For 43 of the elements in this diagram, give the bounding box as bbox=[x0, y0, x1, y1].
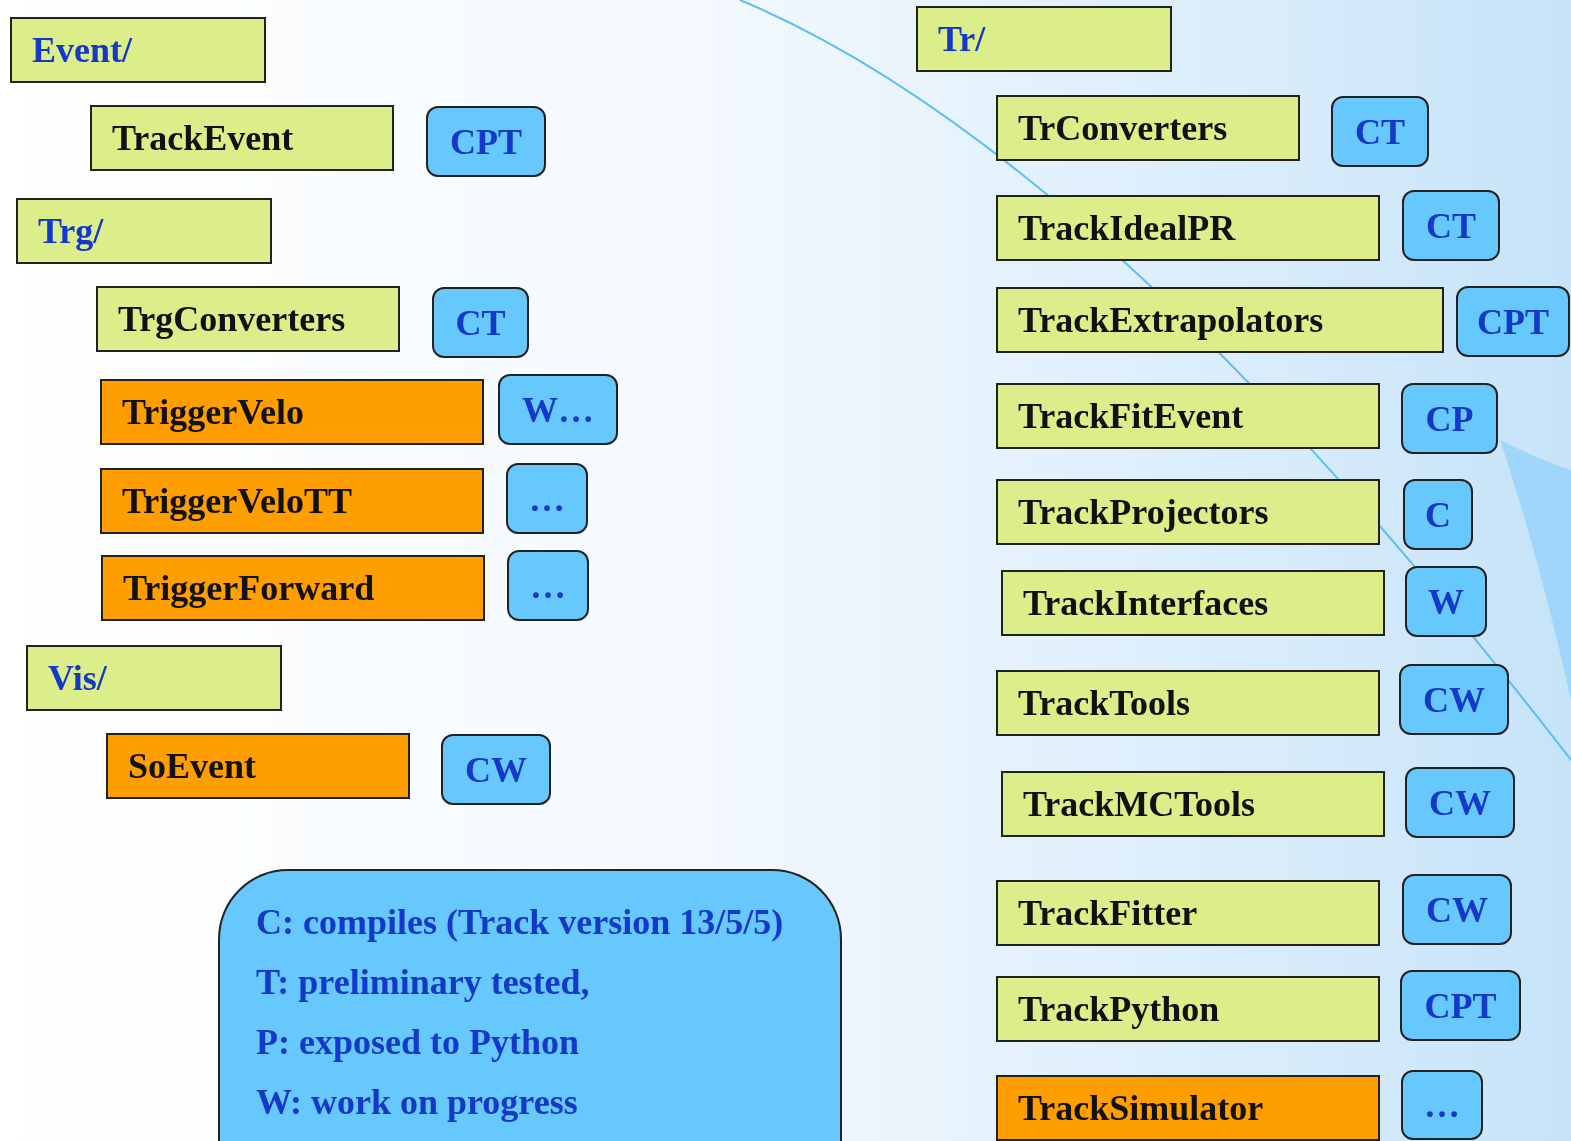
status-badge: CP bbox=[1401, 383, 1498, 454]
status-badge: W… bbox=[498, 374, 618, 445]
status-badge: … bbox=[506, 463, 588, 534]
status-badge: CT bbox=[1402, 190, 1500, 261]
status-badge: … bbox=[1401, 1070, 1483, 1140]
package-box: SoEvent bbox=[106, 733, 410, 799]
status-badge: CT bbox=[432, 287, 529, 358]
package-box: TrackFitter bbox=[996, 880, 1380, 946]
legend-text: P: exposed to Python bbox=[256, 1021, 579, 1064]
package-box: TrackEvent bbox=[90, 105, 394, 171]
status-badge: … bbox=[507, 550, 589, 621]
package-box: TriggerVelo bbox=[100, 379, 484, 445]
legend-panel bbox=[218, 869, 842, 1141]
legend-text: C: compiles (Track version 13/5/5) bbox=[256, 901, 784, 944]
legend-text: T: preliminary tested, bbox=[256, 961, 590, 1004]
folder-label-box: Tr/ bbox=[916, 6, 1172, 72]
status-badge: CT bbox=[1331, 96, 1429, 167]
package-box: TrackFitEvent bbox=[996, 383, 1380, 449]
folder-label-box: Trg/ bbox=[16, 198, 272, 264]
folder-label-box: Vis/ bbox=[26, 645, 282, 711]
folder-label-box: Event/ bbox=[10, 17, 266, 83]
status-badge: CPT bbox=[1400, 970, 1521, 1041]
package-box: TriggerForward bbox=[101, 555, 485, 621]
package-box: TriggerVeloTT bbox=[100, 468, 484, 534]
status-badge: CW bbox=[1405, 767, 1515, 838]
package-box: TrackMCTools bbox=[1001, 771, 1385, 837]
status-badge: CW bbox=[441, 734, 551, 805]
status-badge: W bbox=[1405, 566, 1487, 637]
package-box: TrackTools bbox=[996, 670, 1380, 736]
package-box: TrConverters bbox=[996, 95, 1300, 161]
package-box: TrackPython bbox=[996, 976, 1380, 1042]
status-badge: CPT bbox=[426, 106, 546, 177]
legend-text: W: work on progress bbox=[256, 1081, 578, 1124]
package-box: TrgConverters bbox=[96, 286, 400, 352]
status-badge: CPT bbox=[1456, 286, 1570, 357]
package-box: TrackExtrapolators bbox=[996, 287, 1444, 353]
status-badge: CW bbox=[1402, 874, 1512, 945]
package-box: TrackIdealPR bbox=[996, 195, 1380, 261]
status-badge: C bbox=[1403, 479, 1473, 550]
status-badge: CW bbox=[1399, 664, 1509, 735]
package-box: TrackProjectors bbox=[996, 479, 1380, 545]
package-box: TrackSimulator bbox=[996, 1075, 1380, 1141]
package-box: TrackInterfaces bbox=[1001, 570, 1385, 636]
